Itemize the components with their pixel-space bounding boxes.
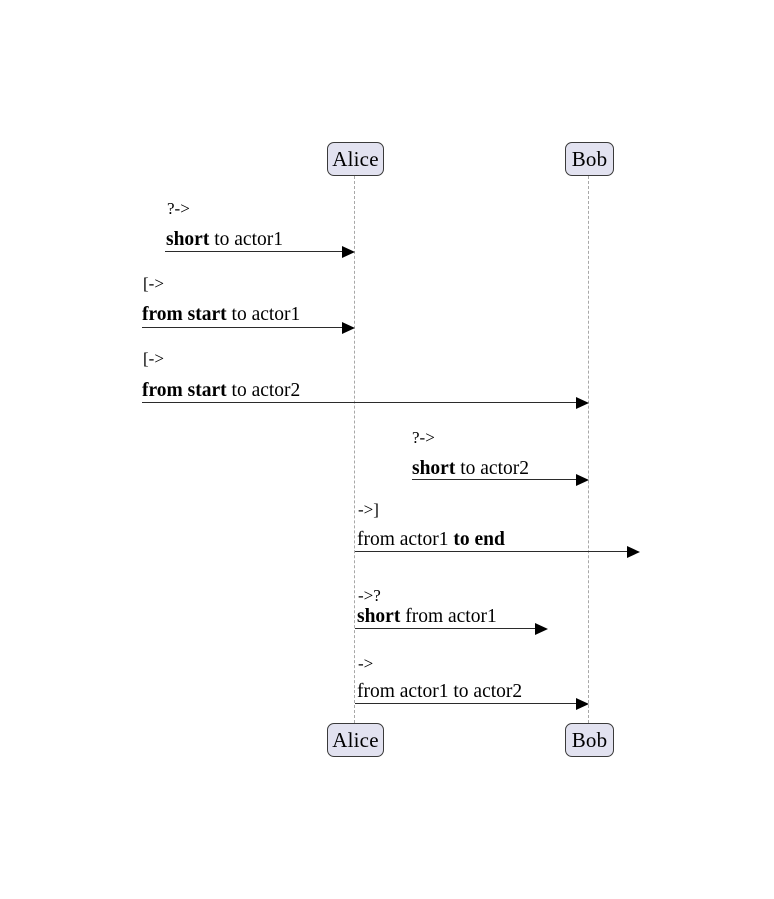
message-text-7: from actor1 to actor2 (357, 681, 523, 702)
message-text-2: from start to actor1 (142, 304, 301, 325)
lifeline-actor2 (588, 176, 589, 723)
message-arrowhead-7 (576, 697, 589, 710)
message-arrowhead-3 (576, 396, 589, 409)
message-type-label-7: -> (358, 654, 374, 673)
actor-label: Bob (571, 146, 608, 171)
message-type-label-2: [-> (143, 274, 164, 293)
message-text-bold: short (357, 606, 401, 627)
message-type-label-3: [-> (143, 349, 164, 368)
message-arrowhead-2 (342, 321, 355, 334)
message-type-label-6: ->? (358, 586, 381, 605)
message-type-label-4: ?-> (412, 428, 435, 447)
actor-bottom-actor2[interactable]: Bob (565, 723, 614, 757)
message-arrowhead-6 (535, 622, 548, 635)
lifeline-actor1 (354, 176, 355, 723)
message-text-3: from start to actor2 (142, 380, 301, 401)
message-type-label-5: ->] (358, 500, 379, 519)
message-text-bold: short (166, 229, 210, 250)
message-text-4: short to actor2 (412, 458, 529, 479)
message-text-bold: from start (142, 380, 227, 401)
actor-label: Bob (571, 727, 608, 752)
actor-label: Alice (332, 146, 379, 171)
message-line-3 (142, 402, 578, 403)
message-line-1 (165, 251, 344, 252)
message-text-bold: short (412, 458, 456, 479)
message-text-1: short to actor1 (166, 229, 283, 250)
message-arrowhead-5 (627, 545, 640, 558)
actor-label: Alice (332, 727, 379, 752)
message-text-5: from actor1 to end (357, 529, 505, 550)
message-line-6 (355, 628, 537, 629)
message-arrowhead-4 (576, 473, 589, 486)
message-type-label-1: ?-> (167, 199, 190, 218)
message-line-2 (142, 327, 344, 328)
message-text-6: short from actor1 (357, 606, 497, 627)
message-text-bold: from start (142, 304, 227, 325)
message-line-5 (355, 551, 629, 552)
message-text-bold: to end (453, 529, 505, 550)
actor-top-actor2[interactable]: Bob (565, 142, 614, 176)
actor-top-actor1[interactable]: Alice (327, 142, 384, 176)
message-line-4 (412, 479, 578, 480)
actor-bottom-actor1[interactable]: Alice (327, 723, 384, 757)
message-line-7 (355, 703, 578, 704)
message-arrowhead-1 (342, 245, 355, 258)
